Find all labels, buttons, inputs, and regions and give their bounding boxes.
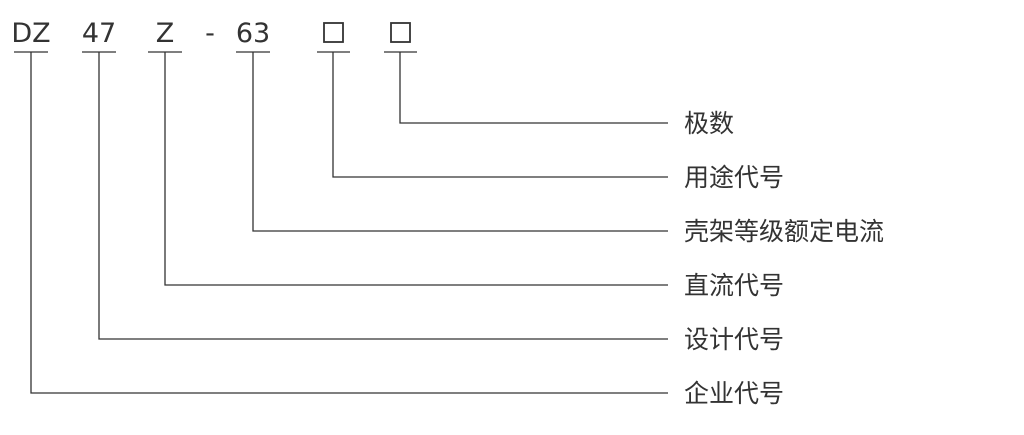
code-enterprise: DZ: [11, 18, 50, 49]
label-usage: 用途代号: [684, 163, 784, 192]
label-frame-current: 壳架等级额定电流: [684, 217, 884, 246]
label-dc: 直流代号: [684, 271, 784, 300]
code-dc: Z: [156, 18, 175, 49]
code-poles-placeholder-box: [390, 22, 411, 43]
code-usage-placeholder-box: [323, 22, 344, 43]
code-design: 47: [82, 18, 116, 49]
leader-design: [98, 52, 668, 340]
leader-enterprise: [30, 52, 668, 394]
code-separator: -: [205, 18, 215, 49]
leader-current: [252, 52, 668, 232]
label-poles: 极数: [684, 109, 734, 138]
leader-dc: [164, 52, 668, 286]
leader-poles: [399, 52, 668, 124]
label-design: 设计代号: [684, 325, 784, 354]
code-current: 63: [236, 18, 270, 49]
label-enterprise: 企业代号: [684, 379, 784, 408]
leader-usage: [332, 52, 668, 178]
